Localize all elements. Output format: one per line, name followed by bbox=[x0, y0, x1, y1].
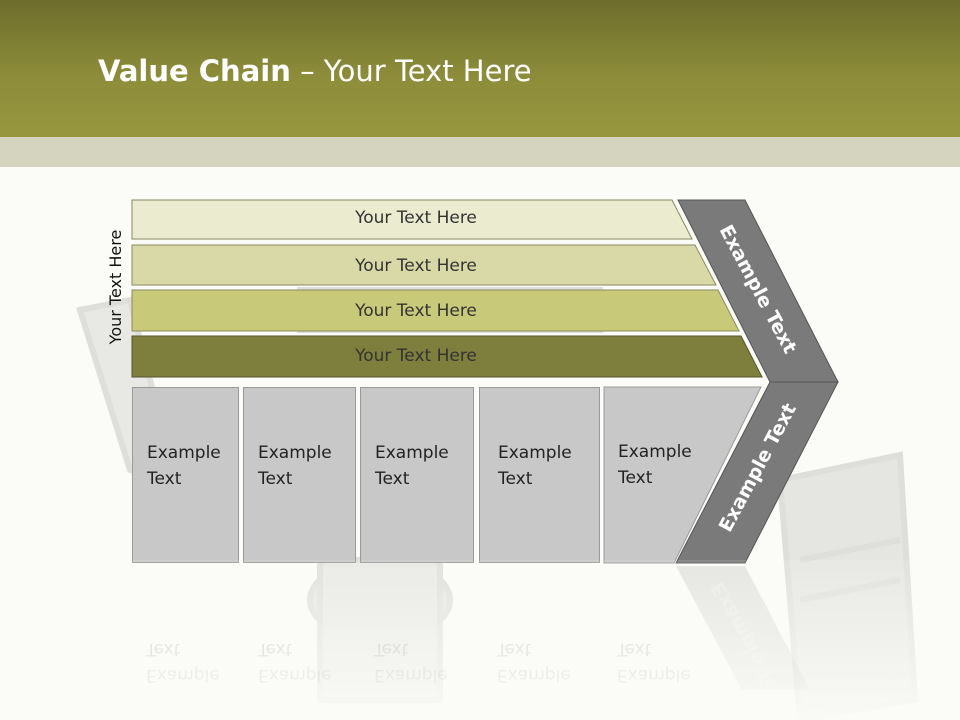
box-4-line2: Text bbox=[498, 469, 533, 489]
header-bar bbox=[0, 0, 960, 137]
title-rest: – Your Text Here bbox=[290, 54, 532, 88]
box-5-line2: Text bbox=[618, 468, 653, 488]
reflection-fade bbox=[0, 560, 960, 720]
page-title: Value Chain – Your Text Here bbox=[98, 54, 532, 88]
header-band bbox=[0, 137, 960, 167]
box-1-line2: Text bbox=[147, 469, 182, 489]
box-5-line1: Example bbox=[618, 442, 692, 462]
bar-4-label: Your Text Here bbox=[355, 346, 477, 366]
title-bold: Value Chain bbox=[98, 54, 291, 88]
bar-2-label: Your Text Here bbox=[355, 256, 477, 276]
bar-3-label: Your Text Here bbox=[355, 301, 477, 321]
box-1-line1: Example bbox=[147, 443, 221, 463]
bar-2[interactable] bbox=[131, 244, 717, 286]
bar-1-label: Your Text Here bbox=[355, 208, 477, 228]
box-3-line2: Text bbox=[375, 469, 410, 489]
box-2-line2: Text bbox=[258, 469, 293, 489]
box-4-line1: Example bbox=[498, 443, 572, 463]
box-2-line1: Example bbox=[258, 443, 332, 463]
bar-1[interactable] bbox=[131, 199, 693, 240]
bar-3[interactable] bbox=[131, 289, 740, 332]
bar-4[interactable] bbox=[131, 335, 763, 378]
box-3-line1: Example bbox=[375, 443, 449, 463]
